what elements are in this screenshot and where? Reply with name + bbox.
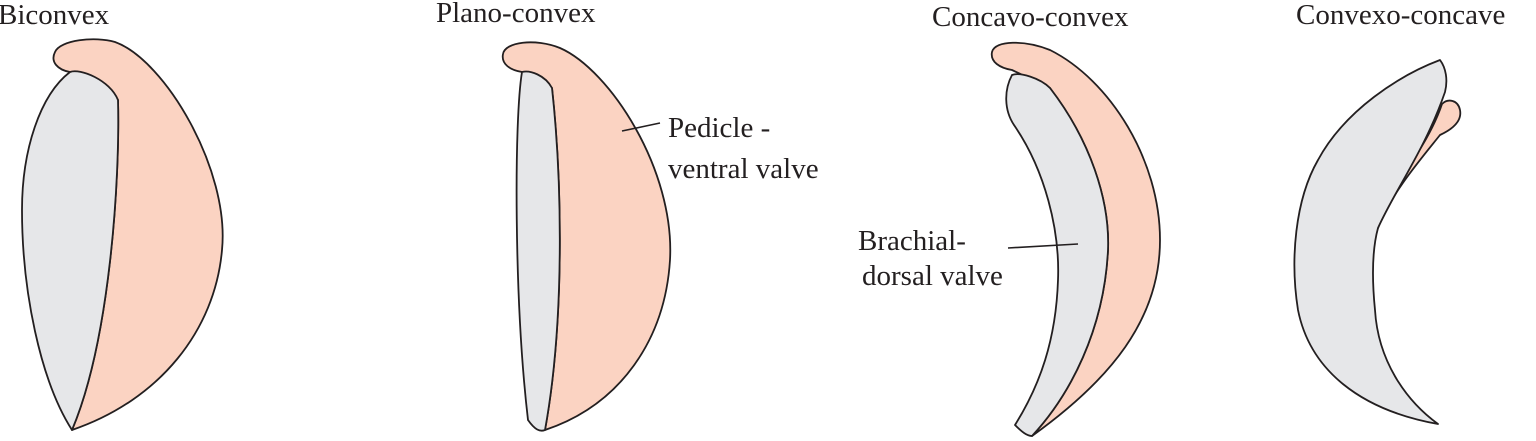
shell-concavo-convex: Concavo-convex	[932, 1, 1161, 437]
annotation-brachial-dorsal-valve: Brachial- dorsal valve	[858, 225, 1079, 292]
annotation-pedicle-ventral-valve: Pedicle - ventral valve	[621, 112, 819, 185]
convexo-concave-dorsal-valve	[1293, 59, 1448, 425]
shell-convexo-concave: Convexo-concave	[1293, 0, 1505, 425]
biconvex-title: Biconvex	[0, 0, 110, 31]
pedicle-label-line1: Pedicle -	[668, 112, 770, 144]
pedicle-label-line2: ventral valve	[668, 153, 819, 185]
brachial-label-line1: Brachial-	[858, 225, 966, 257]
brachial-leader-line	[1007, 243, 1079, 249]
shell-plano-convex: Plano-convex	[436, 0, 672, 432]
plano-convex-title: Plano-convex	[436, 0, 596, 29]
brachial-label-line2: dorsal valve	[862, 260, 1003, 292]
plano-convex-dorsal-valve	[515, 70, 561, 432]
biconvex-dorsal-valve	[21, 70, 120, 431]
convexo-concave-title: Convexo-concave	[1296, 0, 1505, 31]
shell-biconvex: Biconvex	[0, 0, 224, 431]
concavo-convex-dorsal-valve	[1005, 73, 1109, 437]
pedicle-leader-line	[621, 122, 661, 132]
concavo-convex-title: Concavo-convex	[932, 1, 1129, 33]
